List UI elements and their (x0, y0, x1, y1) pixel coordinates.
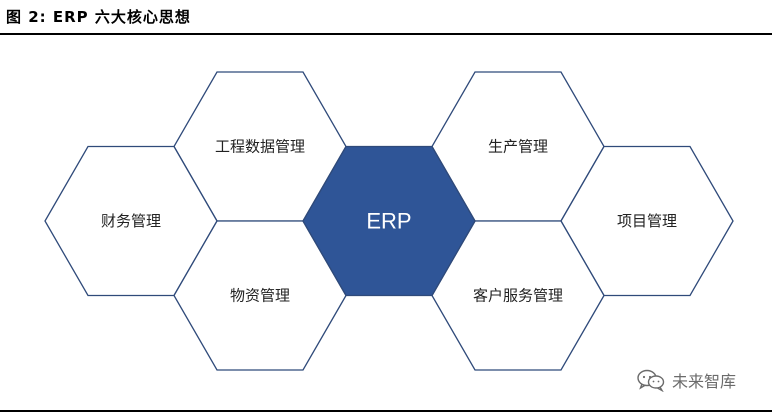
hex-project-label: 项目管理 (617, 212, 677, 230)
hex-materials-label: 物资管理 (230, 286, 290, 304)
hex-engineering-data-label: 工程数据管理 (215, 138, 305, 156)
watermark: 未来智库 (636, 368, 736, 392)
hex-production-label: 生产管理 (488, 138, 548, 156)
bottom-rule (0, 410, 772, 412)
hex-customer-service-label: 客户服务管理 (473, 286, 563, 304)
wechat-icon (637, 369, 665, 392)
hex-erp-center-label: ERP (366, 209, 411, 234)
figure-title: 图 2: ERP 六大核心思想 (6, 8, 191, 26)
top-rule (0, 33, 772, 35)
watermark-text: 未来智库 (672, 372, 737, 391)
hex-finance-label: 财务管理 (101, 212, 161, 230)
hex-erp-center (302, 145, 476, 297)
